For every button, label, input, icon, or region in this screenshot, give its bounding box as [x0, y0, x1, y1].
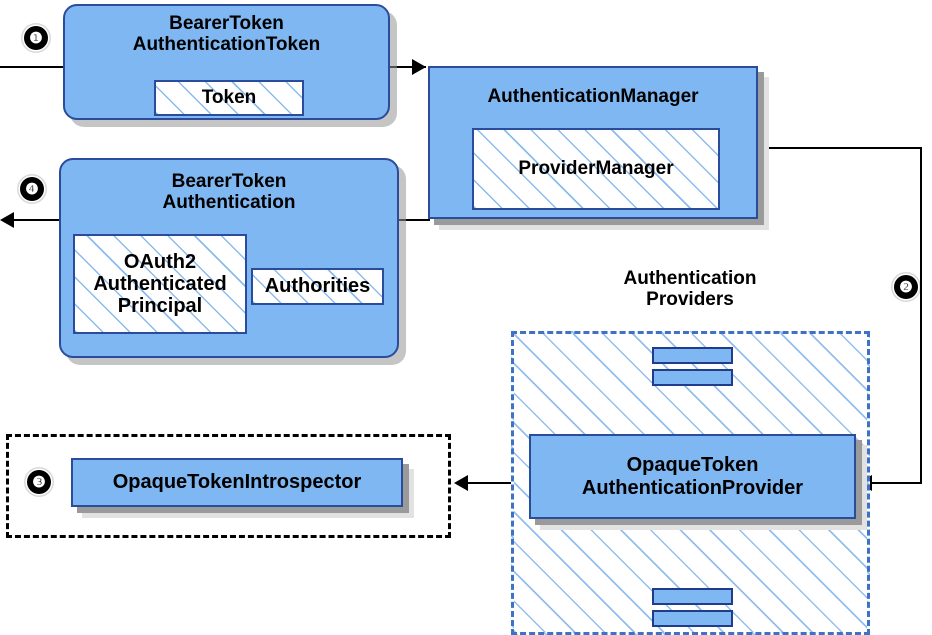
bearer-token-authentication-title-line2: Authentication	[162, 192, 296, 214]
connector-manager-to-authentication	[398, 219, 430, 221]
inner-box-token[interactable]: Token	[154, 80, 304, 116]
authentication-providers-label-line1: Authentication	[623, 268, 757, 289]
arrowhead-provider-to-introspector	[454, 475, 468, 491]
connector-manager-to-provider-top	[758, 147, 922, 149]
bearer-token-authentication-token-title-line2: AuthenticationToken	[132, 34, 321, 56]
opaque-token-introspector-title: OpaqueTokenIntrospector	[112, 471, 362, 494]
node-authentication-manager[interactable]: AuthenticationManager ProviderManager	[428, 66, 758, 219]
arrowhead-outbound-authentication	[0, 212, 14, 228]
inner-box-authorities[interactable]: Authorities	[251, 268, 384, 305]
bearer-token-authentication-title-line1: BearerToken	[171, 171, 287, 192]
provider-stub-bar-top-1	[652, 347, 733, 364]
inner-box-provider-manager-label: ProviderManager	[518, 158, 674, 180]
node-opaque-token-authentication-provider[interactable]: OpaqueToken AuthenticationProvider	[529, 434, 856, 519]
provider-stub-bar-bottom-1	[652, 588, 733, 605]
node-opaque-token-introspector[interactable]: OpaqueTokenIntrospector	[71, 458, 403, 507]
inner-box-authorities-label: Authorities	[264, 275, 371, 298]
arrowhead-token-to-manager	[412, 59, 426, 75]
provider-stub-bar-bottom-2	[652, 610, 733, 627]
step-badge-4: ❹	[20, 177, 44, 201]
opaque-token-authentication-provider-title-line1: OpaqueToken	[626, 454, 759, 477]
step-badge-1: ❶	[24, 26, 48, 50]
connector-token-to-manager	[388, 66, 426, 68]
connector-manager-to-provider-bottom	[872, 482, 922, 484]
opaque-token-authentication-provider-title-line2: AuthenticationProvider	[581, 476, 804, 499]
connector-outbound-authentication	[14, 219, 72, 221]
oauth2-principal-line3: Principal	[117, 295, 203, 317]
step-badge-2: ❷	[894, 275, 918, 299]
node-bearer-token-authentication[interactable]: BearerToken Authentication OAuth2 Authen…	[59, 158, 399, 358]
authentication-providers-label: Authentication Providers	[576, 268, 804, 326]
connector-provider-to-introspector	[468, 482, 530, 484]
provider-stub-bar-top-2	[652, 369, 733, 386]
step-badge-3: ❸	[27, 470, 51, 494]
bearer-token-authentication-token-title-line1: BearerToken	[169, 13, 284, 34]
authentication-manager-title: AuthenticationManager	[487, 86, 699, 107]
connector-inbound-request	[0, 66, 72, 68]
inner-box-provider-manager[interactable]: ProviderManager	[472, 128, 720, 210]
oauth2-principal-line1: OAuth2	[123, 251, 197, 273]
authentication-providers-label-line2: Providers	[646, 289, 734, 311]
inner-box-token-label: Token	[201, 87, 257, 109]
inner-box-oauth2-authenticated-principal[interactable]: OAuth2 Authenticated Principal	[73, 234, 247, 334]
connector-manager-to-provider-vertical	[920, 147, 922, 483]
opaque-token-introspector-group	[6, 434, 451, 538]
node-bearer-token-authentication-token[interactable]: BearerToken AuthenticationToken Token	[63, 4, 390, 120]
oauth2-principal-line2: Authenticated	[93, 273, 227, 295]
